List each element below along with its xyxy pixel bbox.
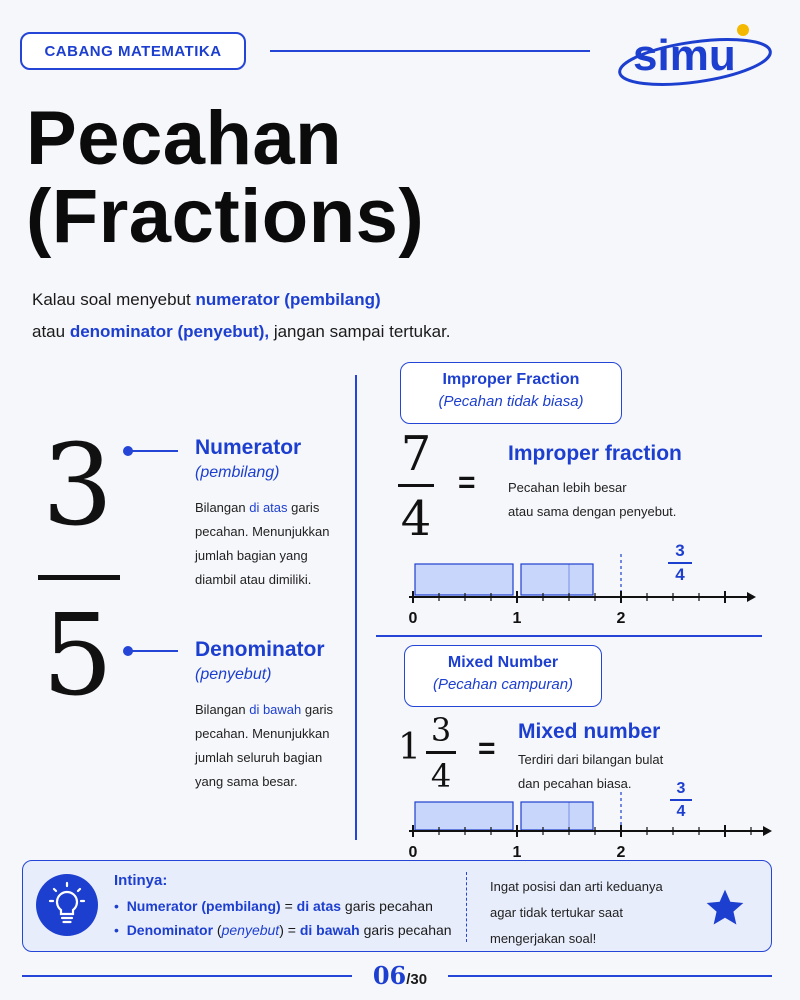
improper-equals: = — [458, 466, 476, 499]
tick-label: 1 — [513, 844, 522, 861]
shaded-unit — [414, 563, 514, 596]
tick-label: 0 — [409, 844, 418, 861]
shaded-unit — [414, 801, 514, 831]
section-divider — [376, 635, 762, 637]
summary-reminder: Ingat posisi dan arti keduanya agar tida… — [490, 879, 663, 946]
simu-logo: simu — [615, 18, 775, 88]
footer-rule-left — [22, 975, 352, 977]
tick-label: 0 — [409, 610, 418, 627]
summary-callout — [22, 860, 772, 952]
page-title: Pecahan (Fractions) — [26, 96, 425, 259]
tick-label: 2 — [617, 844, 626, 861]
shaded-partial — [520, 801, 594, 831]
header-rule — [270, 50, 590, 52]
denominator-leader-line — [128, 650, 178, 652]
shaded-partial — [520, 563, 594, 596]
column-divider — [355, 375, 357, 840]
tick-label: 1 — [513, 610, 522, 627]
callout-divider — [466, 872, 467, 942]
improper-fraction-value: 7 4 — [398, 430, 434, 543]
fraction-bar — [38, 575, 120, 580]
svg-text:simu: simu — [633, 31, 736, 80]
improper-fraction-box: Improper Fraction (Pecahan tidak biasa) — [400, 362, 622, 424]
star-icon — [702, 886, 748, 935]
numerator-label: Numerator (pembilang) Bilangan di atas g… — [195, 436, 330, 587]
page-indicator: 06/30 — [372, 961, 428, 990]
mixed-explanation: Mixed number Terdiri dari bilangan bulat… — [518, 720, 664, 791]
mixed-number-line: 0 1 2 — [409, 792, 772, 861]
footer-rule-right — [448, 975, 772, 977]
mixed-whole: 1 — [398, 727, 421, 768]
improper-marker-label: 3 4 — [668, 542, 692, 584]
lightbulb-icon — [36, 874, 98, 936]
category-tag: CABANG MATEMATIKA — [20, 32, 246, 70]
intro-text: Kalau soal menyebut numerator (pembilang… — [32, 290, 451, 341]
denominator-label: Denominator (penyebut) Bilangan di bawah… — [195, 638, 334, 789]
summary-points: Intinya: • Numerator (pembilang) = di at… — [114, 872, 452, 938]
tick-label: 2 — [617, 610, 626, 627]
axis-arrow — [747, 592, 756, 602]
mixed-equals: = — [478, 732, 496, 765]
axis-arrow — [763, 826, 772, 836]
fraction-numerator: 3 — [42, 421, 114, 551]
mixed-marker-label: 3 4 — [670, 780, 692, 820]
fraction-denominator: 5 — [42, 591, 114, 721]
improper-explanation: Improper fraction Pecahan lebih besar at… — [508, 442, 682, 519]
numerator-leader-line — [128, 450, 178, 452]
mixed-number-box: Mixed Number (Pecahan campuran) — [404, 645, 602, 707]
improper-number-line: 0 1 2 — [409, 554, 756, 627]
mixed-fraction-value: 3 4 — [426, 714, 456, 792]
